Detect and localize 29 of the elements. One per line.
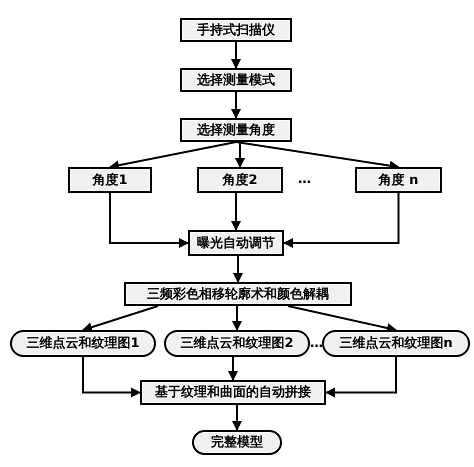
arrow [231, 92, 241, 119]
process-box: 角度1 [68, 167, 152, 193]
arrow [325, 357, 397, 398]
rounded-box: 三维点云和纹理图n [322, 330, 470, 357]
arrow [233, 256, 243, 283]
arrow [109, 193, 189, 248]
ellipsis-label: … [310, 335, 323, 353]
arrow [283, 193, 400, 248]
rounded-box: 三维点云和纹理图2 [164, 330, 310, 357]
process-box: 基于纹理和曲面的自动拼接 [140, 380, 326, 405]
rounded-box: 三维点云和纹理图1 [10, 330, 156, 357]
arrow [232, 405, 242, 431]
process-box: 角度2 [197, 167, 283, 193]
arrow [232, 306, 242, 331]
process-box: 曝光自动调节 [188, 230, 284, 256]
ellipsis-label: … [298, 171, 311, 189]
arrow [231, 193, 241, 231]
arrow [288, 305, 397, 333]
arrow [82, 305, 158, 332]
arrow [231, 42, 241, 69]
process-box: 角度 n [355, 167, 442, 193]
arrow [228, 357, 238, 381]
rounded-box: 完整模型 [192, 430, 282, 455]
process-box: 手持式扫描仪 [180, 18, 292, 42]
process-box: 选择测量角度 [180, 118, 292, 142]
arrow [235, 142, 245, 168]
process-box: 选择测量模式 [180, 68, 292, 92]
arrow [82, 357, 141, 398]
process-box: 三频彩色相移轮廓术和颜色解耦 [124, 282, 352, 306]
